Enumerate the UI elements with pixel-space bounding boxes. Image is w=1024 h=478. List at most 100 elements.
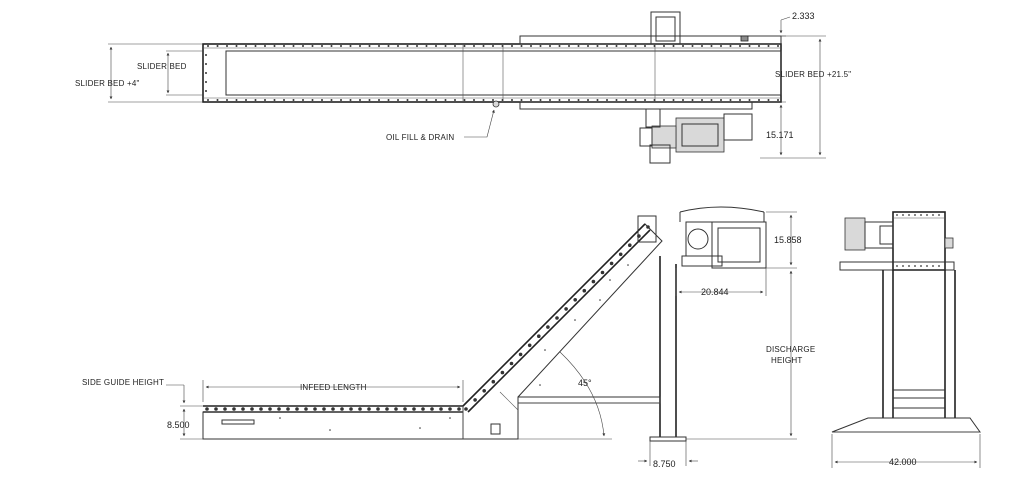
oil-fill-fitting xyxy=(492,100,500,108)
rivet-dot xyxy=(520,99,523,101)
rivet-dot xyxy=(739,45,741,47)
rivet-dot xyxy=(330,45,333,47)
rivet-dot xyxy=(758,45,760,47)
rivet-dot xyxy=(279,417,281,419)
rivet-dot xyxy=(926,214,928,216)
rivet-dot xyxy=(205,90,207,92)
rivet-dot xyxy=(527,343,532,348)
rivet-dot xyxy=(205,407,209,411)
rivet-dot xyxy=(539,45,542,47)
rivet-dot xyxy=(264,99,266,101)
rivet-dot xyxy=(482,99,485,101)
rivet-dot xyxy=(932,214,934,216)
rivet-dot xyxy=(748,99,751,101)
rivet-dot xyxy=(376,407,380,411)
rivet-dot xyxy=(644,99,646,101)
end-head-box xyxy=(892,211,946,271)
rivet-dot xyxy=(387,45,390,47)
rivet-dot xyxy=(539,384,541,386)
rivet-dot xyxy=(914,265,916,267)
rivet-dot xyxy=(425,99,428,101)
label-side-guide-height: SIDE GUIDE HEIGHT xyxy=(82,378,164,387)
rivet-dot xyxy=(682,45,684,47)
rivet-dot xyxy=(321,99,323,101)
rivet-dot xyxy=(283,99,285,101)
rivet-dot xyxy=(216,99,219,101)
rivet-dot xyxy=(628,243,632,247)
rivet-dot xyxy=(473,99,475,101)
rivet-dot xyxy=(574,319,576,321)
rivet-dot xyxy=(205,81,207,83)
rivet-dot xyxy=(573,298,577,302)
rivet-dot xyxy=(672,99,675,101)
label-discharge-height-2: HEIGHT xyxy=(771,356,802,365)
rivet-dot xyxy=(500,370,505,375)
rivet-dot xyxy=(587,45,589,47)
rivet-dot xyxy=(439,407,443,411)
rivet-dot xyxy=(530,45,532,47)
rivet-dot xyxy=(618,252,623,257)
label-slider-bed-plus-4: SLIDER BED +4" xyxy=(75,79,140,88)
dim-20-844: 20.844 xyxy=(701,287,729,297)
label-infeed-length: INFEED LENGTH xyxy=(300,383,367,392)
rivet-dot xyxy=(277,407,281,411)
rivet-dot xyxy=(216,45,219,47)
rivet-dot xyxy=(419,427,421,429)
rivet-dot xyxy=(313,407,317,411)
rivet-dot xyxy=(720,45,722,47)
rivet-dot xyxy=(235,45,238,47)
rivet-dot xyxy=(653,45,656,47)
rivet-dot xyxy=(501,99,504,101)
rivet-dot xyxy=(767,99,770,101)
rivet-dot xyxy=(596,99,599,101)
rivet-dot xyxy=(902,214,904,216)
rivet-dot xyxy=(268,407,272,411)
end-view-rivets xyxy=(896,214,940,267)
rivet-dot xyxy=(530,99,532,101)
rivet-dot xyxy=(214,407,218,411)
label-slider-bed-plus-21-5: SLIDER BED +21.5" xyxy=(775,70,851,79)
rivet-dot xyxy=(340,407,344,411)
rivet-dot xyxy=(378,99,380,101)
rivet-dot xyxy=(412,407,416,411)
rivet-dot xyxy=(509,361,514,366)
rivet-dot xyxy=(302,45,304,47)
rivet-dot xyxy=(448,407,452,411)
rivet-dot xyxy=(549,45,551,47)
rivet-dot xyxy=(259,407,263,411)
rivet-dot xyxy=(511,45,513,47)
rivet-dot xyxy=(329,429,331,431)
rivet-dot xyxy=(591,279,596,284)
rivet-dot xyxy=(920,214,922,216)
dim-15-858: 15.858 xyxy=(774,235,802,245)
rivet-dot xyxy=(473,45,475,47)
rivet-dot xyxy=(549,99,551,101)
top-frame-rivets xyxy=(205,45,779,101)
rivet-dot xyxy=(558,99,561,101)
rivet-dot xyxy=(615,99,618,101)
rivet-dot xyxy=(330,99,333,101)
rivet-dot xyxy=(232,407,236,411)
rivet-dot xyxy=(555,316,559,320)
rivet-dot xyxy=(599,299,601,301)
rivet-dot xyxy=(245,45,247,47)
rivet-dot xyxy=(463,99,466,101)
rivet-dot xyxy=(625,99,627,101)
rivet-dot xyxy=(492,99,494,101)
rivet-dot xyxy=(596,45,599,47)
rivet-dot xyxy=(368,99,371,101)
rivet-dot xyxy=(491,379,496,384)
rivet-dot xyxy=(254,99,257,101)
top-belt-frame xyxy=(202,43,782,103)
rivet-dot xyxy=(321,45,323,47)
rivet-dot xyxy=(653,99,656,101)
rivet-dot xyxy=(758,99,760,101)
label-angle-45: 45° xyxy=(578,378,592,388)
rivet-dot xyxy=(292,99,295,101)
rivet-dot xyxy=(449,417,451,419)
end-view xyxy=(831,211,981,433)
rivet-dot xyxy=(273,45,276,47)
rivet-dot xyxy=(283,45,285,47)
rivet-dot xyxy=(720,99,722,101)
rivet-dot xyxy=(295,407,299,411)
